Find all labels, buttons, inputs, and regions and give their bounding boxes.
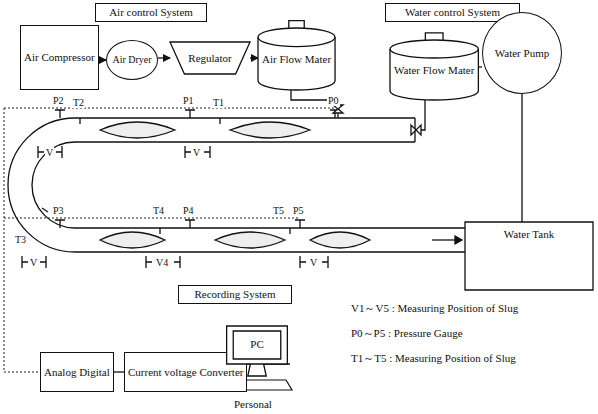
legend-note: V1～V5 : Measuring Position of Slug [350,302,519,314]
node-text: Water control System [405,6,500,19]
slug-label: V4 [155,257,169,268]
water-tank: Water Tank [465,222,593,290]
node-text: Air Dryer [112,54,151,66]
gauge-label: P0 [327,95,340,106]
slug-label: V [45,147,54,158]
gauge-label: P2 [52,95,65,106]
thermo-label: T1 [212,97,225,108]
thermo-label: T2 [72,97,85,108]
regulator-trapezoid: Regulator [170,42,250,74]
connector [250,57,258,58]
connector [114,371,124,372]
flow-meter: Water Flow Mater [390,40,478,100]
node-text: Air Compressor [24,51,95,64]
connector [99,59,106,60]
node-text: Water Flow Mater [394,64,474,77]
node-text: Air control System [109,6,193,19]
node-text: Regulator [188,52,231,65]
gauge-label: P1 [182,95,195,106]
node-text: Current voltage Converter [128,366,243,379]
gauge-label: P3 [52,205,65,216]
dryer-ellipse: Air Dryer [106,40,158,80]
gauge-label: P5 [292,205,305,216]
gauge-label: P4 [182,205,195,216]
legend-note: P0～P5 : Pressure Gauge [350,327,464,339]
section-title: Recording System [178,285,292,304]
converter-box: Analog Digital [40,352,114,392]
slug-label: V [192,147,201,158]
node-outline [224,326,290,376]
slug-label: V [309,257,318,268]
node-text: Water Tank [504,228,554,241]
legend-note: T1～T5 : Measuring Position of Slug [350,352,517,364]
connector [158,57,170,58]
connector [521,94,522,222]
node-text: Water Pump [495,47,549,60]
pc-monitor: PC [224,326,290,376]
section-title: Air control System [95,3,207,22]
pc-caption: Personal [233,398,273,410]
node-text: Recording System [195,288,276,301]
node-text: PC [250,338,263,351]
thermo-label: T5 [272,205,285,216]
node-text: Analog Digital [44,366,110,379]
thermo-label: T3 [14,234,27,245]
flow-meter: Air Flow Mater [258,28,335,90]
slug-label: V [29,257,38,268]
water-pump: Water Pump [482,12,562,94]
thermo-label: T4 [152,205,165,216]
node-text: Air Flow Mater [262,53,331,66]
compressor-box: Air Compressor [20,25,99,90]
